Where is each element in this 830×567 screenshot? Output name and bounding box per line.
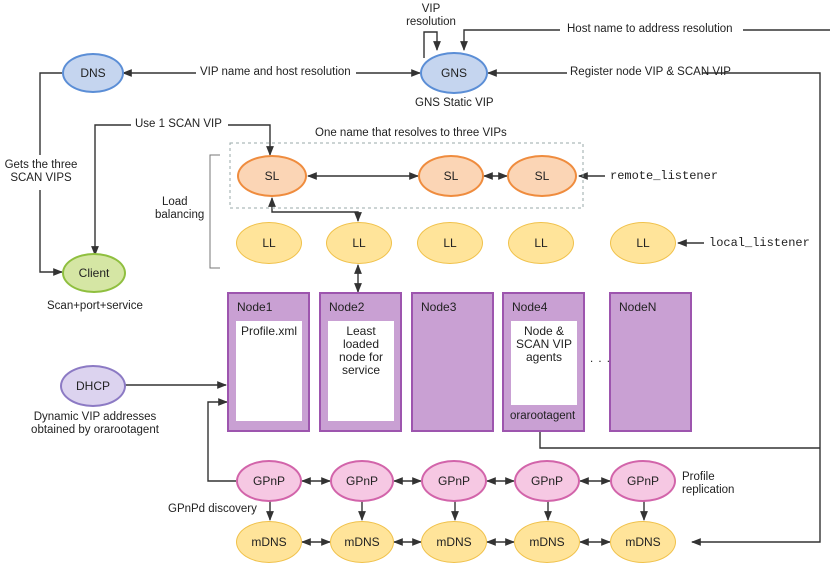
node-title: Node2: [329, 300, 365, 314]
profile-xml-label: Profile.xml: [240, 324, 297, 338]
node-title: Node3: [421, 300, 457, 314]
dhcp-node: DHCP: [60, 365, 126, 407]
remote-listener-label: remote_listener: [610, 169, 719, 183]
agents-line-2: SCAN VIP: [515, 337, 572, 351]
node-title: Node1: [237, 300, 273, 314]
gpnpd-discovery-label: GPnPd discovery: [168, 503, 257, 515]
least-loaded-line-2: loaded: [342, 337, 380, 351]
vip-resolution-line-2: resolution: [406, 16, 456, 28]
profile-xml-box: Profile.xml: [236, 321, 302, 421]
least-loaded-box: Least loaded node for service: [328, 321, 394, 421]
node-title: NodeN: [619, 300, 657, 314]
profile-replication-label: Profile replication: [682, 471, 734, 497]
scan-listener-1: SL: [237, 155, 307, 197]
cluster-node-3: Node3: [411, 292, 494, 432]
mdns-node-2: mDNS: [330, 521, 394, 563]
dhcp-caption-line-2: obtained by orarootagent: [31, 424, 159, 436]
load-balancing-label: Load balancing: [155, 196, 204, 222]
vip-resolution-label: VIP resolution: [404, 3, 458, 29]
least-loaded-line-4: service: [341, 363, 380, 377]
host-resolution-label: Host name to address resolution: [567, 23, 733, 35]
agents-box: Node & SCAN VIP agents: [511, 321, 577, 405]
least-loaded-line-1: Least: [346, 324, 376, 338]
client-caption: Scan+port+service: [47, 300, 143, 312]
more-nodes-ellipsis: . . .: [590, 353, 611, 365]
node-title: Node4: [512, 300, 548, 314]
agents-line-1: Node &: [523, 324, 565, 338]
gpnp-node-n: GPnP: [610, 460, 676, 502]
agents-line-3: agents: [525, 350, 563, 364]
profile-replication-line-1: Profile: [682, 471, 715, 483]
orarootagent-label: orarootagent: [510, 410, 576, 422]
dns-node: DNS: [62, 53, 124, 93]
one-name-label: One name that resolves to three VIPs: [315, 127, 507, 139]
mdns-node-3: mDNS: [421, 521, 487, 563]
cluster-node-4: Node4 Node & SCAN VIP agents orarootagen…: [502, 292, 585, 432]
cluster-node-1: Node1 Profile.xml: [227, 292, 310, 432]
local-listener-1: LL: [236, 222, 302, 264]
mdns-node-n: mDNS: [610, 521, 676, 563]
gets-three-line-1: Gets the three: [4, 159, 78, 171]
least-loaded-line-3: node for: [338, 350, 384, 364]
register-vip-label: Register node VIP & SCAN VIP: [570, 66, 731, 78]
local-listener-label: local_listener: [709, 236, 810, 250]
cluster-node-2: Node2 Least loaded node for service: [319, 292, 402, 432]
gpnp-node-2: GPnP: [330, 460, 394, 502]
local-listener-n: LL: [610, 222, 676, 264]
gpnp-node-1: GPnP: [236, 460, 302, 502]
mdns-node-4: mDNS: [514, 521, 580, 563]
load-balancing-line-2: balancing: [155, 209, 205, 221]
profile-replication-line-2: replication: [682, 484, 735, 496]
dhcp-caption: Dynamic VIP addresses obtained by oraroo…: [20, 411, 170, 437]
vip-resolution-line-1: VIP: [421, 3, 441, 15]
use-scan-vip-label: Use 1 SCAN VIP: [135, 118, 222, 130]
gpnp-node-4: GPnP: [514, 460, 580, 502]
vip-name-host-label: VIP name and host resolution: [200, 66, 351, 78]
cluster-node-n: NodeN: [609, 292, 692, 432]
gpnp-node-3: GPnP: [421, 460, 487, 502]
mdns-node-1: mDNS: [236, 521, 302, 563]
local-listener-2: LL: [326, 222, 392, 264]
gns-caption: GNS Static VIP: [415, 97, 494, 109]
gets-three-line-2: SCAN VIPS: [10, 172, 72, 184]
scan-listener-3: SL: [507, 155, 577, 197]
gns-node: GNS: [420, 52, 488, 94]
local-listener-3: LL: [417, 222, 483, 264]
client-node: Client: [62, 253, 126, 293]
local-listener-4: LL: [508, 222, 574, 264]
gets-three-label: Gets the three SCAN VIPS: [0, 159, 82, 185]
scan-listener-2: SL: [418, 155, 484, 197]
load-balancing-line-1: Load: [162, 196, 188, 208]
dhcp-caption-line-1: Dynamic VIP addresses: [33, 411, 157, 423]
